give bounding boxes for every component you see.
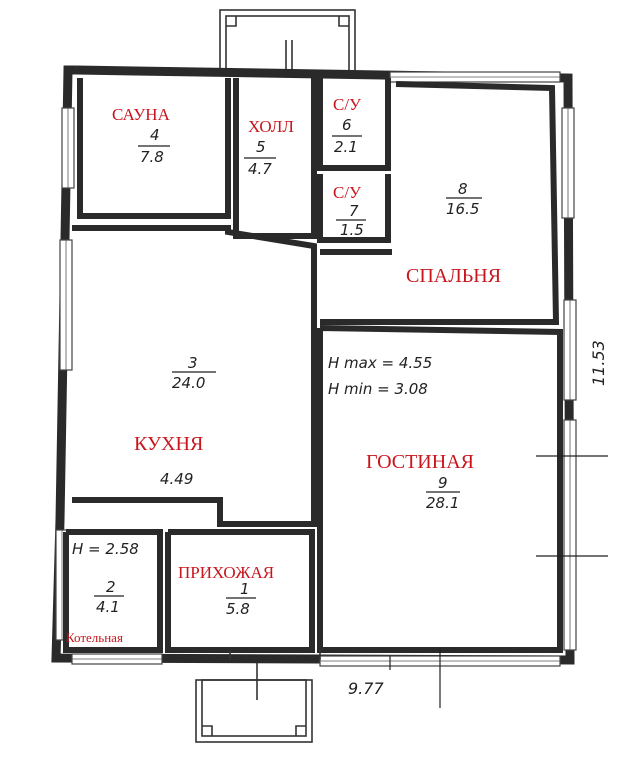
- room-number-boiler: 2: [106, 578, 116, 596]
- dimension-lines: 9.77 11.53: [348, 340, 608, 708]
- room-name-bedroom: СПАЛЬНЯ: [406, 265, 501, 287]
- room-name-boiler: Котельная: [66, 630, 123, 645]
- room-area-wc2: 1.5: [340, 221, 364, 239]
- bottom-porch: [195, 656, 313, 743]
- room-number-entry: 1: [240, 580, 250, 598]
- room-name-wc1: С/У: [333, 95, 362, 114]
- room-number-hall: 5: [256, 138, 266, 156]
- room-area-hall: 4.7: [248, 160, 272, 178]
- room-area-boiler: 4.1: [96, 598, 120, 616]
- height-max-note: H max = 4.55: [328, 354, 432, 372]
- room-area-living: 28.1: [426, 494, 459, 512]
- room-name-sauna: САУНА: [112, 105, 171, 124]
- interior-walls: [63, 78, 563, 660]
- room-area-kitchen: 24.0: [172, 374, 205, 392]
- room-labels: САУНА 4 7.8 ХОЛЛ 5 4.7 С/У 6 2.1 С/У 7 1…: [66, 95, 501, 645]
- room-area-entry: 5.8: [226, 600, 250, 618]
- height-min-note: H min = 3.08: [328, 380, 428, 398]
- outer-walls: [51, 65, 575, 665]
- dimension-height: 11.53: [589, 340, 608, 386]
- room-number-wc2: 7: [349, 202, 359, 220]
- room-number-kitchen: 3: [188, 354, 198, 372]
- top-porch: [219, 9, 356, 73]
- room-name-kitchen: КУХНЯ: [134, 433, 203, 455]
- room-name-wc2: С/У: [333, 183, 362, 202]
- height-boiler-note: H = 2.58: [72, 540, 139, 558]
- windows: [55, 71, 577, 667]
- room-area-wc1: 2.1: [334, 138, 358, 156]
- room-number-sauna: 4: [150, 126, 160, 144]
- room-name-hall: ХОЛЛ: [248, 117, 294, 136]
- room-number-living: 9: [438, 474, 448, 492]
- room-number-wc1: 6: [342, 116, 352, 134]
- room-name-entry: ПРИХОЖАЯ: [178, 563, 274, 582]
- room-extra-kitchen: 4.49: [160, 470, 193, 488]
- room-area-bedroom: 16.5: [446, 200, 479, 218]
- room-area-sauna: 7.8: [140, 148, 164, 166]
- room-name-living: ГОСТИНАЯ: [366, 451, 474, 473]
- room-number-bedroom: 8: [458, 180, 468, 198]
- dimension-width: 9.77: [348, 679, 384, 698]
